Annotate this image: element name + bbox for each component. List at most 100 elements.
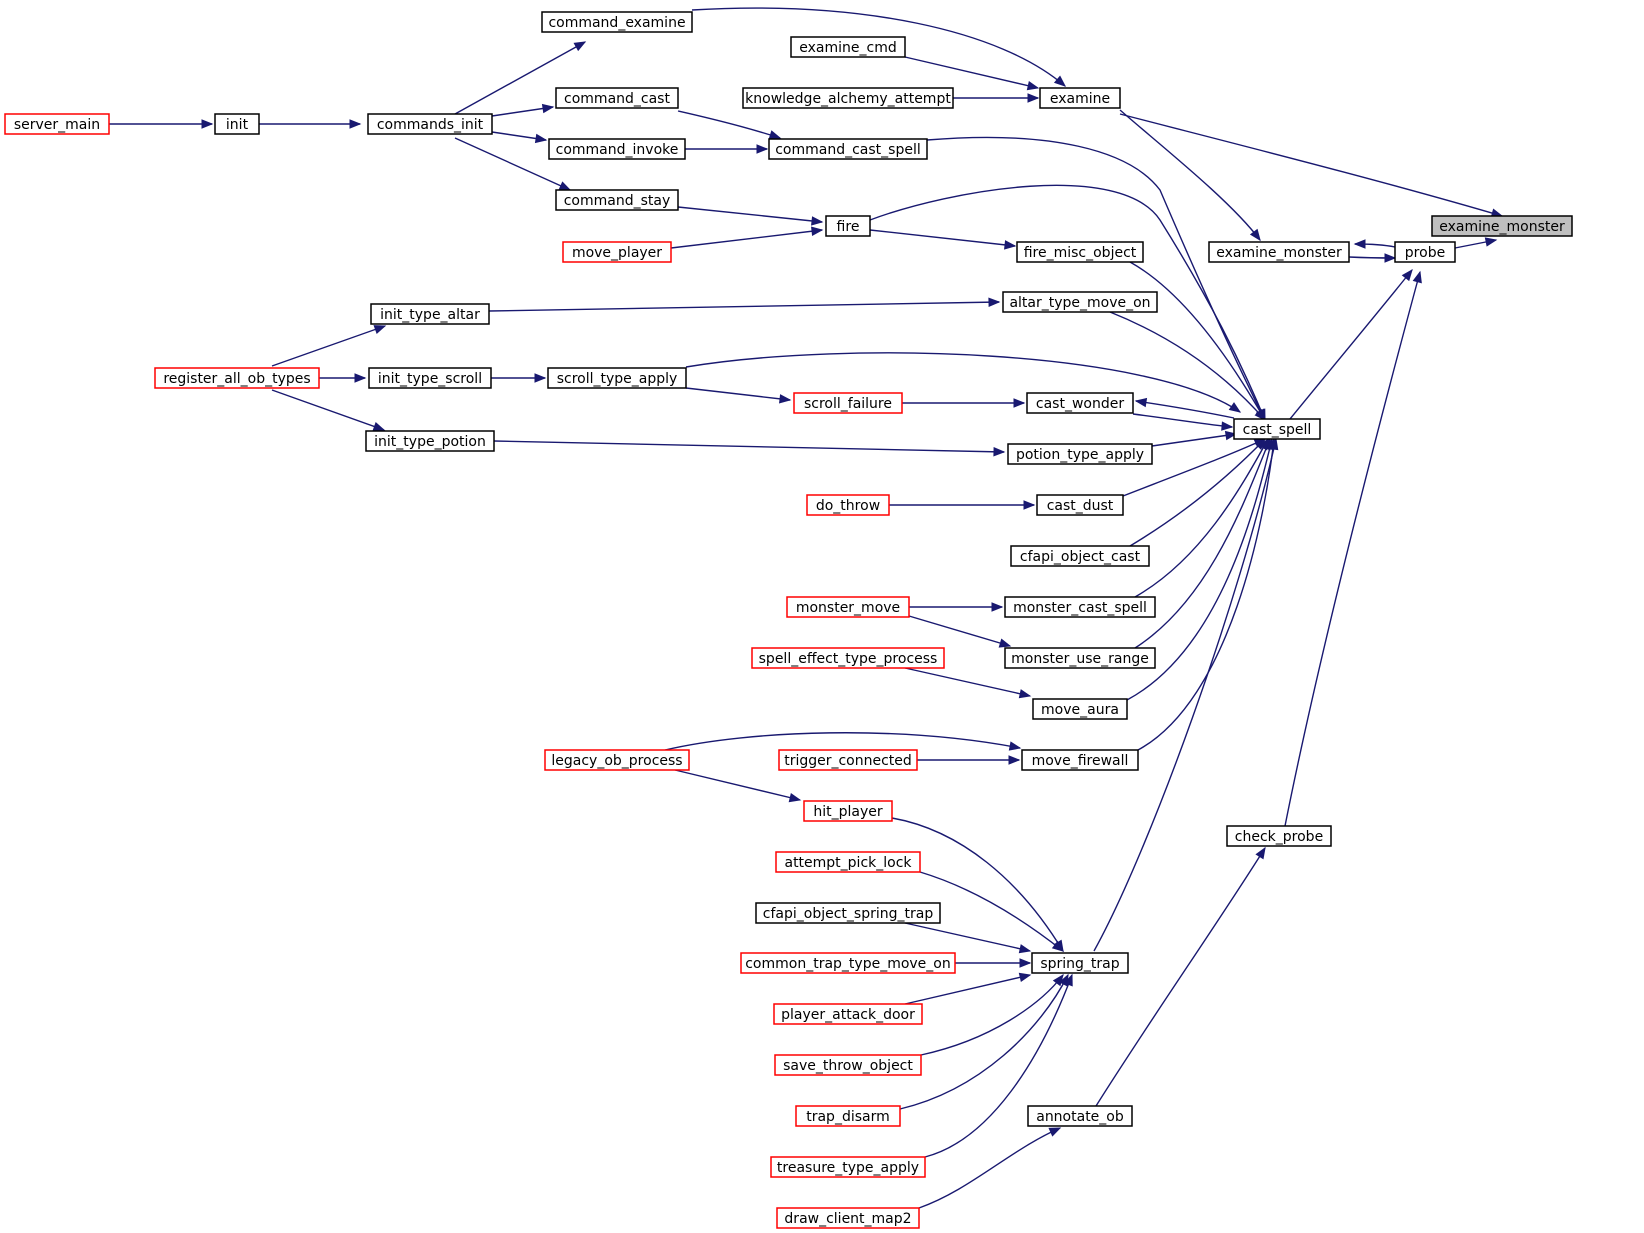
edge-command_examine-to-examine	[691, 7, 1067, 87]
node-label: move_aura	[1041, 702, 1119, 718]
edge-fire_misc_object-to-cast_spell	[1129, 261, 1266, 422]
node-label: cfapi_object_cast	[1020, 549, 1141, 565]
node-box	[740, 952, 956, 974]
edge-examine_monster-to-probe	[1348, 253, 1397, 263]
node-player-attack-door[interactable]: player_attack_door	[773, 1003, 923, 1025]
edge-probe-to-examine_monster	[1353, 239, 1396, 249]
node-altar-type-move-on[interactable]: altar_type_move_on	[1002, 291, 1158, 313]
node-monster-use-range[interactable]: monster_use_range	[1004, 647, 1156, 669]
edge-commands_init-to-command_examine	[454, 41, 587, 115]
node-move-firewall[interactable]: move_firewall	[1021, 749, 1139, 771]
node-knowledge-alchemy-attempt[interactable]: knowledge_alchemy_attempt	[742, 87, 954, 109]
node-init-type-scroll[interactable]: init_type_scroll	[368, 367, 492, 389]
node-common-trap-type-move-on[interactable]: common_trap_type_move_on	[740, 952, 956, 974]
node-move-aura[interactable]: move_aura	[1032, 698, 1128, 720]
node-examine-monster-root[interactable]: examine_monster	[1431, 215, 1573, 237]
arrow-head-icon	[1048, 1127, 1062, 1137]
arrow-head-icon	[558, 181, 572, 191]
node-command-stay[interactable]: command_stay	[555, 189, 679, 211]
arrow-head-icon	[1026, 80, 1040, 91]
node-command-cast[interactable]: command_cast	[555, 87, 679, 109]
node-trap-disarm[interactable]: trap_disarm	[795, 1105, 901, 1127]
node-legacy-ob-process[interactable]: legacy_ob_process	[544, 749, 690, 771]
node-box	[1036, 494, 1124, 516]
node-box	[795, 1105, 901, 1127]
node-cfapi-object-cast[interactable]: cfapi_object_cast	[1010, 545, 1150, 567]
arrow-head-icon	[991, 602, 1004, 612]
edge-legacy_ob_process-to-hit_player	[674, 769, 802, 803]
node-label: probe	[1405, 245, 1445, 261]
node-probe[interactable]: probe	[1394, 241, 1456, 263]
node-box	[775, 851, 921, 873]
edge-cast_spell-to-cast_wonder	[1134, 397, 1235, 419]
node-monster-move[interactable]: monster_move	[786, 596, 910, 618]
node-attempt-pick-lock[interactable]: attempt_pick_lock	[775, 851, 921, 873]
node-init[interactable]: init	[214, 113, 260, 135]
node-cast-wonder[interactable]: cast_wonder	[1026, 392, 1134, 414]
edge-common_trap_type_move_on-to-spring_trap	[955, 958, 1032, 968]
node-do-throw[interactable]: do_throw	[806, 494, 890, 516]
arrow-head-icon	[1004, 240, 1017, 250]
node-check-probe[interactable]: check_probe	[1226, 825, 1332, 847]
node-move-player[interactable]: move_player	[562, 241, 672, 263]
node-fire[interactable]: fire	[825, 215, 871, 237]
node-box	[1039, 87, 1121, 109]
node-box	[214, 113, 260, 135]
node-init-type-potion[interactable]: init_type_potion	[365, 430, 495, 452]
arrow-head-icon	[988, 297, 1001, 307]
node-commands-init[interactable]: commands_init	[367, 113, 493, 135]
node-potion-type-apply[interactable]: potion_type_apply	[1007, 443, 1153, 465]
node-label: annotate_ob	[1036, 1109, 1124, 1125]
edge-monster_move-to-monster_cast_spell	[909, 602, 1004, 612]
node-spell-effect-type-process[interactable]: spell_effect_type_process	[751, 647, 945, 669]
arrow-head-icon	[349, 119, 362, 129]
arrow-head-icon	[201, 119, 214, 129]
node-examine-cmd[interactable]: examine_cmd	[790, 36, 906, 58]
node-label: monster_move	[796, 600, 900, 616]
arrow-head-icon	[1063, 973, 1073, 987]
arrow-head-icon	[1412, 270, 1422, 284]
edge-potion_type_apply-to-cast_spell	[1151, 430, 1238, 447]
node-server-main[interactable]: server_main	[4, 113, 110, 135]
node-scroll-failure[interactable]: scroll_failure	[793, 392, 903, 414]
node-label: player_attack_door	[781, 1007, 915, 1023]
node-scroll-type-apply[interactable]: scroll_type_apply	[547, 367, 687, 389]
arrow-head-icon	[1019, 958, 1032, 968]
node-box	[776, 1207, 920, 1229]
node-box	[803, 800, 893, 822]
node-box	[365, 430, 495, 452]
node-examine-monster[interactable]: examine_monster	[1208, 241, 1350, 263]
node-command-invoke[interactable]: command_invoke	[548, 138, 686, 160]
edge-register_all_ob_types-to-init_type_potion	[271, 389, 386, 431]
edge-command_stay-to-fire	[677, 206, 824, 226]
node-hit-player[interactable]: hit_player	[803, 800, 893, 822]
node-annotate-ob[interactable]: annotate_ob	[1027, 1105, 1133, 1127]
node-cast-spell[interactable]: cast_spell	[1233, 418, 1321, 440]
node-trigger-connected[interactable]: trigger_connected	[778, 749, 918, 771]
node-treasure-type-apply[interactable]: treasure_type_apply	[770, 1156, 926, 1178]
arrow-head-icon	[534, 373, 547, 383]
node-box	[548, 138, 686, 160]
node-command-examine[interactable]: command_examine	[541, 11, 693, 33]
edge-monster_move-to-monster_use_range	[908, 615, 1012, 648]
arrow-head-icon	[756, 144, 769, 154]
node-cfapi-object-spring-trap[interactable]: cfapi_object_spring_trap	[755, 902, 941, 924]
node-draw-client-map2[interactable]: draw_client_map2	[776, 1207, 920, 1229]
node-label: monster_use_range	[1011, 651, 1149, 667]
node-register-all-ob-types[interactable]: register_all_ob_types	[154, 367, 320, 389]
node-fire-misc-object[interactable]: fire_misc_object	[1016, 241, 1144, 263]
node-spring-trap[interactable]: spring_trap	[1031, 952, 1129, 974]
node-init-type-altar[interactable]: init_type_altar	[370, 303, 490, 325]
node-cast-dust[interactable]: cast_dust	[1036, 494, 1124, 516]
edge-trigger_connected-to-move_firewall	[917, 755, 1021, 765]
node-label: spell_effect_type_process	[759, 651, 938, 667]
node-box	[4, 113, 110, 135]
node-save-throw-object[interactable]: save_throw_object	[774, 1054, 922, 1076]
node-command-cast-spell[interactable]: command_cast_spell	[768, 138, 928, 160]
node-examine[interactable]: examine	[1039, 87, 1121, 109]
arrow-head-icon	[1221, 421, 1234, 431]
node-label: trigger_connected	[784, 753, 912, 769]
node-monster-cast-spell[interactable]: monster_cast_spell	[1004, 596, 1156, 618]
node-label: potion_type_apply	[1016, 447, 1144, 463]
